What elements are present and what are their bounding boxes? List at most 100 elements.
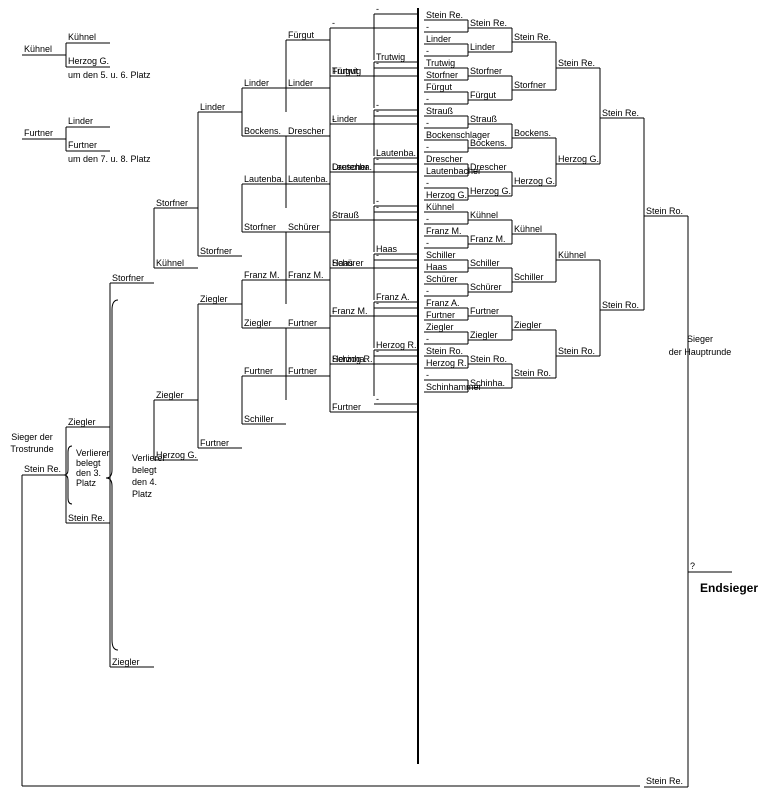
right-r2-player: Kühnel xyxy=(470,210,498,220)
left-r1-player: - xyxy=(332,306,335,316)
left-r4-player: Furtner xyxy=(244,366,273,376)
left-r1-player: Lautenba. xyxy=(332,162,372,172)
right-r1-player: Kühnel xyxy=(426,202,454,212)
left-r3-player: Lautenba. xyxy=(288,174,328,184)
right-r1-player: Fürgut xyxy=(426,82,453,92)
left-r5-player: Storfner xyxy=(200,246,232,256)
left-r6-player: Herzog G. xyxy=(156,450,197,460)
left-r1-player: Schinha. xyxy=(332,354,367,364)
left-r3-player: Furtner xyxy=(288,318,317,328)
placement-5-player: Kühnel xyxy=(24,44,52,54)
left-r6-player: Storfner xyxy=(156,198,188,208)
left-r6-player: Kühnel xyxy=(156,258,184,268)
right-r1-player: Furtner xyxy=(426,310,455,320)
right-r1-player: Herzog G. xyxy=(426,190,467,200)
bracket-lines xyxy=(21,8,732,788)
left-r3-player: Furtner xyxy=(288,366,317,376)
left-r1-player: Linder xyxy=(332,114,357,124)
sieger-trost-label: Trostrunde xyxy=(10,444,53,454)
verlierer-4-label: den 4. xyxy=(132,477,157,487)
right-r1-player: Linder xyxy=(426,34,451,44)
final-unknown: ? xyxy=(690,561,695,571)
right-r1-player: Stein Re. xyxy=(426,10,463,20)
right-r1-player: Schürer xyxy=(426,274,458,284)
verlierer-4-label: belegt xyxy=(132,465,157,475)
placement-7-player: Furtner xyxy=(24,128,53,138)
left-r2-player: Trutwig xyxy=(376,52,405,62)
verlierer-3-label: belegt xyxy=(76,458,101,468)
right-r3-player: Schiller xyxy=(514,272,544,282)
left-r2-player: - xyxy=(376,250,379,260)
right-r1-player: Schiller xyxy=(426,250,456,260)
right-r1-player: Ziegler xyxy=(426,322,454,332)
right-r3-player: Bockens. xyxy=(514,128,551,138)
right-r2-player: Strauß xyxy=(470,114,498,124)
right-r2-player: Franz M. xyxy=(470,234,506,244)
verlierer-4-brace xyxy=(105,299,119,651)
right-r1-player: Franz A. xyxy=(426,298,460,308)
right-r3-player: Stein Ro. xyxy=(514,368,551,378)
right-r2-player: Schinha. xyxy=(470,378,505,388)
right-r1-player: - xyxy=(426,118,429,128)
left-r5-player: Linder xyxy=(200,102,225,112)
right-r2-player: Ziegler xyxy=(470,330,498,340)
right-r5-player: Stein Ro. xyxy=(602,300,639,310)
left-r3-player: Schürer xyxy=(288,222,320,232)
left-r8-player: Ziegler xyxy=(68,417,96,427)
right-r2-player: Linder xyxy=(470,42,495,52)
right-r1-player: - xyxy=(426,46,429,56)
right-r1-player: - xyxy=(426,238,429,248)
left-r4-player: Schiller xyxy=(244,414,274,424)
left-r8-player: Stein Re. xyxy=(68,513,105,523)
right-r1-player: Strauß xyxy=(426,106,454,116)
placement-7-player: Linder xyxy=(68,116,93,126)
right-r2-player: Furtner xyxy=(470,306,499,316)
right-r2-player: Fürgut xyxy=(470,90,497,100)
verlierer-3-label: Verlierer xyxy=(76,448,110,458)
right-r1-player: - xyxy=(426,94,429,104)
right-r4-player: Stein Ro. xyxy=(558,346,595,356)
verlierer-4-label: Platz xyxy=(132,489,153,499)
left-r2-player: - xyxy=(376,394,379,404)
verlierer-3-label: den 3. xyxy=(76,468,101,478)
right-r1-player: - xyxy=(426,178,429,188)
right-r1-player: - xyxy=(426,334,429,344)
right-r3-player: Storfner xyxy=(514,80,546,90)
left-r4-player: Ziegler xyxy=(244,318,272,328)
right-r6-player: Stein Ro. xyxy=(646,206,683,216)
left-r2-player: - xyxy=(376,346,379,356)
left-r3-player: Fürgut xyxy=(288,30,315,40)
left-r1-player: Furtner xyxy=(332,402,361,412)
right-r1-player: Drescher xyxy=(426,154,463,164)
left-r2-player: - xyxy=(376,196,379,206)
right-r2-player: Bockens. xyxy=(470,138,507,148)
sieger-haupt-label: der Hauptrunde xyxy=(669,347,732,357)
verlierer-3-label: Platz xyxy=(76,478,97,488)
right-r2-player: Herzog G. xyxy=(470,186,511,196)
right-r1-player: Lautenbacher xyxy=(426,166,481,176)
left-r2-player: - xyxy=(376,100,379,110)
bracket-labels: Stein Re.-Linder-TrutwigStorfnerFürgut-S… xyxy=(10,4,758,786)
left-r1-player: Drescher xyxy=(332,162,369,172)
left-r1-player: - xyxy=(332,210,335,220)
right-r3-player: Kühnel xyxy=(514,224,542,234)
left-r4-player: Lautenba. xyxy=(244,174,284,184)
left-r2-player: - xyxy=(376,4,379,14)
verlierer-3-brace xyxy=(63,445,73,505)
placement-5-note: um den 5. u. 6. Platz xyxy=(68,70,151,80)
right-r2-player: Storfner xyxy=(470,66,502,76)
right-r1-player: Franz M. xyxy=(426,226,462,236)
left-r2-player: Herzog R. xyxy=(376,340,417,350)
left-r4-player: Bockens. xyxy=(244,126,281,136)
left-r4-player: Linder xyxy=(244,78,269,88)
left-r1-player: Haas xyxy=(332,258,354,268)
left-r1-player: Strauß xyxy=(332,210,360,220)
right-r4-player: Kühnel xyxy=(558,250,586,260)
verlierer-4-label: Verlierer xyxy=(132,453,166,463)
right-r3-player: Ziegler xyxy=(514,320,542,330)
right-r2-player: Stein Ro. xyxy=(470,354,507,364)
left-r1-player: Franz M. xyxy=(332,306,368,316)
right-r3-player: Herzog G. xyxy=(514,176,555,186)
sieger-trost-label: Sieger der xyxy=(11,432,53,442)
